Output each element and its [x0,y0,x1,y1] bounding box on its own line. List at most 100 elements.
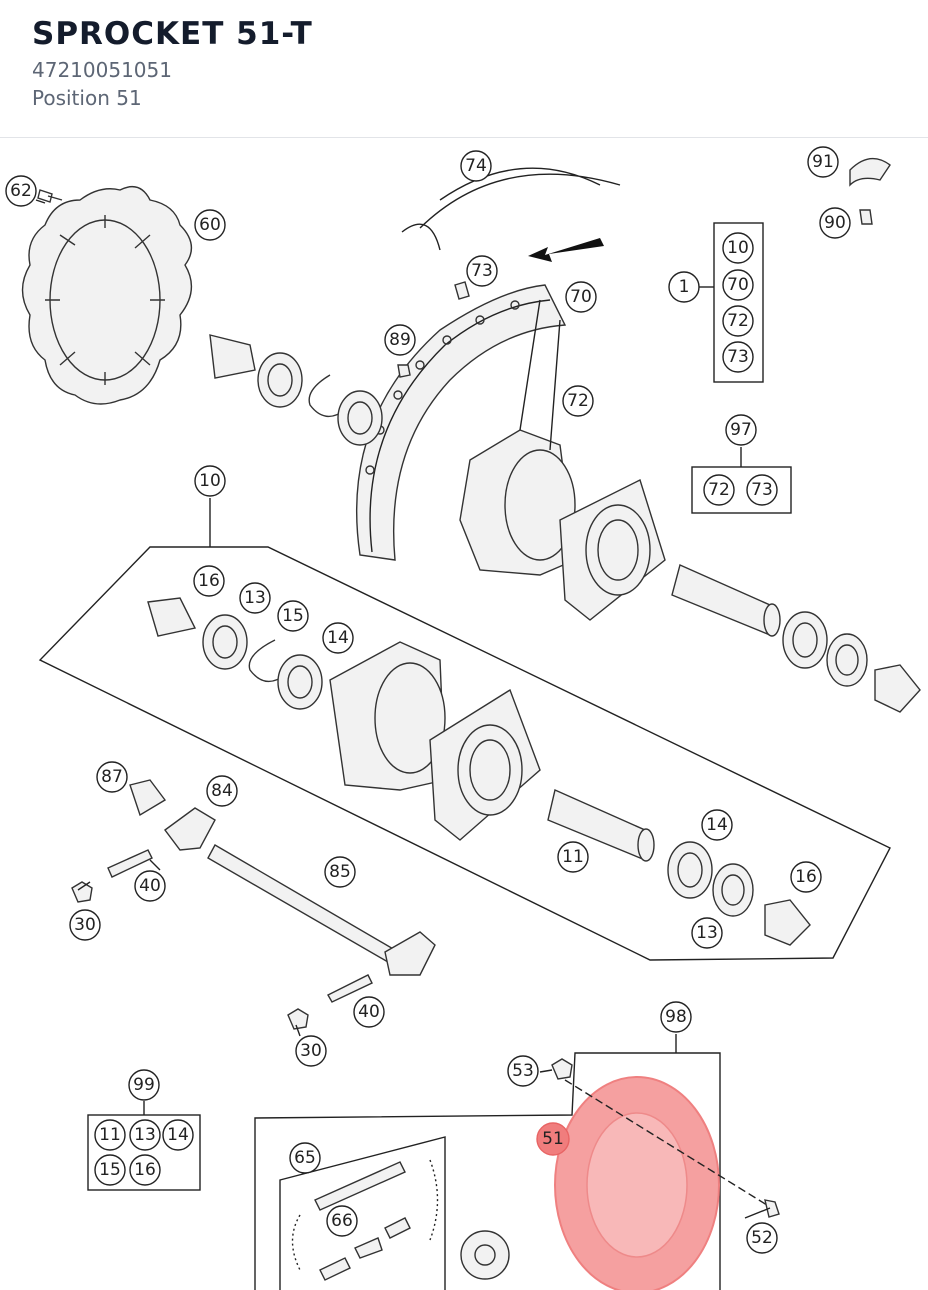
callout-89[interactable]: 89 [384,324,416,356]
svg-text:74: 74 [465,156,487,176]
callout-73[interactable]: 73 [466,255,498,287]
callout-40[interactable]: 40 [134,870,166,902]
svg-text:73: 73 [727,347,749,367]
svg-text:16: 16 [134,1160,156,1180]
callout-10[interactable]: 10 [194,465,226,497]
callout-15[interactable]: 15 [277,600,309,632]
kit-1-item-73[interactable]: 73 [722,341,754,373]
kit-99-item-14[interactable]: 14 [162,1119,194,1151]
svg-text:62: 62 [10,181,32,201]
svg-text:16: 16 [198,571,220,591]
svg-text:97: 97 [730,420,752,440]
front-hub-drawing [459,429,666,621]
callout-13[interactable]: 13 [239,582,271,614]
callout-14-right[interactable]: 14 [701,809,733,841]
svg-text:73: 73 [471,261,493,281]
tyre-outline [401,167,621,251]
callout-40-lower[interactable]: 40 [353,996,385,1028]
kit-99-item-11[interactable]: 11 [94,1119,126,1151]
callout-13-right[interactable]: 13 [691,917,723,949]
svg-text:65: 65 [294,1148,316,1168]
part-header: SPROCKET 51-T 47210051051 Position 51 [0,0,928,138]
svg-text:91: 91 [812,152,834,172]
callout-99[interactable]: 99 [128,1069,160,1101]
svg-text:72: 72 [727,311,749,331]
svg-text:66: 66 [331,1211,353,1231]
svg-text:15: 15 [99,1160,121,1180]
svg-text:40: 40 [358,1002,380,1022]
brake-disc-drawing [21,186,193,405]
svg-text:73: 73 [751,480,773,500]
kit-97-item-72[interactable]: 72 [703,474,735,506]
svg-text:30: 30 [74,915,96,935]
svg-text:89: 89 [389,330,411,350]
kit-97-item-73[interactable]: 73 [746,474,778,506]
callout-16[interactable]: 16 [193,565,225,597]
callout-30-lower[interactable]: 30 [295,1035,327,1067]
svg-text:70: 70 [727,275,749,295]
callout-74[interactable]: 74 [460,150,492,182]
svg-text:70: 70 [570,287,592,307]
kit-99-item-15[interactable]: 15 [94,1154,126,1186]
svg-text:99: 99 [133,1075,155,1095]
svg-text:10: 10 [199,471,221,491]
callout-1[interactable]: 1 [668,271,700,303]
svg-text:30: 30 [300,1041,322,1061]
callout-66[interactable]: 66 [326,1205,358,1237]
chain-kit-group-outline [254,1052,721,1290]
callout-16-right[interactable]: 16 [790,861,822,893]
callout-72[interactable]: 72 [562,385,594,417]
part-number: 47210051051 [32,58,172,82]
svg-text:53: 53 [512,1061,534,1081]
svg-text:98: 98 [665,1007,687,1027]
svg-text:85: 85 [329,862,351,882]
callout-51-highlighted[interactable]: 51 [536,1122,570,1156]
callout-91[interactable]: 91 [807,146,839,178]
direction-arrow-icon [528,238,604,262]
callout-30[interactable]: 30 [69,909,101,941]
svg-text:13: 13 [696,923,718,943]
callout-60[interactable]: 60 [194,209,226,241]
svg-text:87: 87 [101,767,123,787]
part-title: SPROCKET 51-T [32,16,313,52]
exploded-parts-diagram: 62 60 74 73 70 89 72 91 90 1 10 70 72 73… [5,146,921,1290]
svg-text:60: 60 [199,215,221,235]
svg-text:40: 40 [139,876,161,896]
front-sprocket-drawing [460,1230,510,1280]
svg-text:10: 10 [727,238,749,258]
rear-sprocket-highlight [554,1076,720,1290]
svg-text:13: 13 [134,1125,156,1145]
svg-text:1: 1 [679,277,690,297]
callout-53[interactable]: 53 [507,1055,539,1087]
kit-1-item-70[interactable]: 70 [722,269,754,301]
callout-90[interactable]: 90 [819,207,851,239]
callout-97[interactable]: 97 [725,414,757,446]
chain-drawing [291,1159,439,1281]
svg-text:72: 72 [567,391,589,411]
svg-text:13: 13 [244,588,266,608]
callout-70[interactable]: 70 [565,281,597,313]
callout-84[interactable]: 84 [206,775,238,807]
svg-text:15: 15 [282,606,304,626]
kit-1-item-10[interactable]: 10 [722,232,754,264]
callout-98[interactable]: 98 [660,1001,692,1033]
svg-text:14: 14 [706,815,728,835]
callout-65[interactable]: 65 [289,1142,321,1174]
callout-87[interactable]: 87 [96,761,128,793]
svg-text:51: 51 [542,1129,564,1149]
part-position: Position 51 [32,86,142,110]
svg-text:11: 11 [562,847,584,867]
kit-99-item-13[interactable]: 13 [129,1119,161,1151]
svg-text:84: 84 [211,781,233,801]
callout-52[interactable]: 52 [746,1222,778,1254]
svg-text:14: 14 [167,1125,189,1145]
svg-text:52: 52 [751,1228,773,1248]
svg-text:72: 72 [708,480,730,500]
callout-62[interactable]: 62 [5,175,37,207]
svg-text:11: 11 [99,1125,121,1145]
kit-99-item-16[interactable]: 16 [129,1154,161,1186]
callout-11[interactable]: 11 [557,841,589,873]
callout-14[interactable]: 14 [322,622,354,654]
callout-85[interactable]: 85 [324,856,356,888]
kit-1-item-72[interactable]: 72 [722,305,754,337]
